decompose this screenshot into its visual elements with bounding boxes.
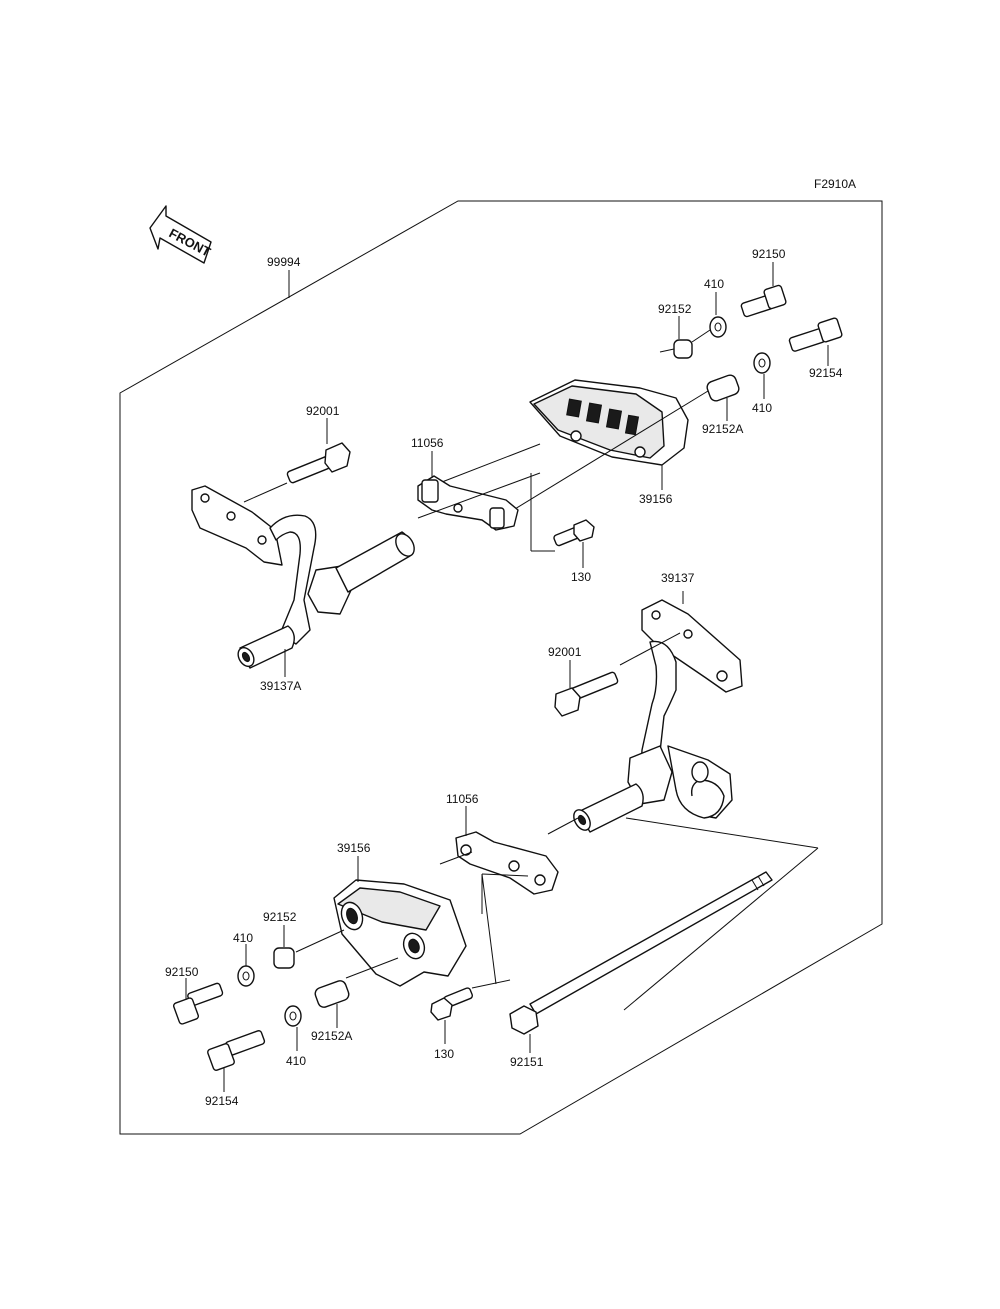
washer-410-bottom-a [237,965,255,987]
label-39156-bottom: 39156 [337,841,371,855]
washer-410-bottom-b [284,1005,302,1027]
label-92152-bottom: 92152 [263,910,297,924]
figure-code: F2910A [814,177,856,191]
washer-410-top-a [709,316,727,338]
label-39137: 39137 [661,571,695,585]
bolt-92154-top [788,317,843,352]
bolt-92151 [509,871,773,1035]
label-92152-top: 92152 [658,302,692,316]
label-92152A-bottom: 92152A [311,1029,352,1043]
bolt-92001-bottom [554,671,619,717]
kit-label: 99994 [267,255,301,269]
label-92152A-top: 92152A [702,422,743,436]
slider-39156-top [529,379,689,466]
label-410-top-b: 410 [752,401,772,415]
label-410-bottom-b: 410 [286,1054,306,1068]
bracket-11056-bottom [455,831,559,895]
label-410-top-a: 410 [704,277,724,291]
label-92001-top: 92001 [306,404,340,418]
label-92154-top: 92154 [809,366,843,380]
collar-92152-top [673,339,693,359]
sleeve-92152A-top [706,374,740,402]
label-39156-top: 39156 [639,492,673,506]
slider-39156-bottom [333,879,467,987]
kit-boundary [119,200,883,1135]
bolt-92150-top [740,284,787,318]
frame-39137 [573,599,743,833]
label-92150-bottom: 92150 [165,965,199,979]
front-arrow-icon: FRONT [149,205,213,264]
bracket-11056-top [417,475,519,531]
label-92150-top: 92150 [752,247,786,261]
label-11056-top: 11056 [411,436,444,450]
label-11056-bottom: 11056 [446,792,479,806]
label-92001-bottom: 92001 [548,645,582,659]
collar-92152-bottom [273,947,295,969]
frame-39137A [191,485,415,669]
label-39137A: 39137A [260,679,301,693]
label-92151: 92151 [510,1055,544,1069]
sleeve-92152A-bottom [314,980,350,1008]
bolt-92154-bottom [207,1030,266,1071]
label-410-bottom-a: 410 [233,931,253,945]
label-92154-bottom: 92154 [205,1094,239,1108]
bolt-92001-top [286,442,351,484]
label-130-bottom: 130 [434,1047,454,1061]
label-130-top: 130 [571,570,591,584]
bolt-130-bottom [430,987,474,1021]
bolt-130-top [553,519,595,547]
bolt-92150-bottom [172,982,224,1025]
washer-410-top-b [753,352,771,374]
